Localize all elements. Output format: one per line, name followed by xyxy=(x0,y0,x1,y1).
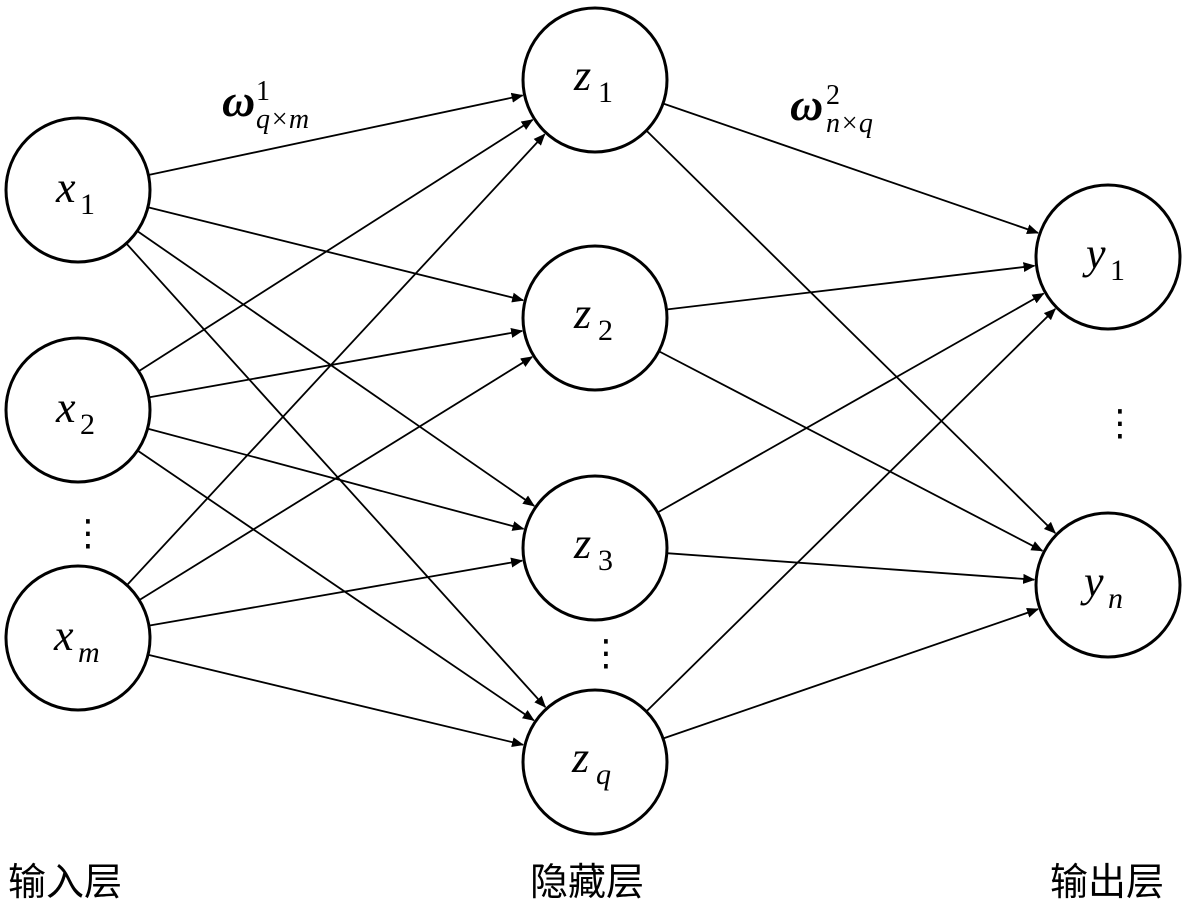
edge-hidden-1-output-0 xyxy=(666,262,1036,311)
edge-input-2-hidden-3 xyxy=(147,653,525,748)
edge-hidden-0-output-0 xyxy=(662,102,1039,235)
svg-text:z: z xyxy=(571,733,589,782)
hidden-node-2: z 2 xyxy=(521,244,669,392)
edge-hidden-1-output-1 xyxy=(658,350,1044,552)
hidden-node-1: z 1 xyxy=(521,6,669,154)
input-layer-label: 输入层 xyxy=(8,860,122,904)
svg-text:q×m: q×m xyxy=(256,104,309,135)
svg-text:n×q: n×q xyxy=(826,108,873,139)
edge-input-0-hidden-3 xyxy=(125,242,547,708)
input-node-2: x 2 xyxy=(4,336,152,484)
weight-label-layer1: ω 1 q×m xyxy=(222,75,309,135)
svg-text:y: y xyxy=(1080,557,1104,606)
svg-text:3: 3 xyxy=(598,544,613,577)
edge-input-1-hidden-0 xyxy=(138,119,534,373)
svg-text:1: 1 xyxy=(80,188,95,221)
svg-text:y: y xyxy=(1082,229,1106,278)
weight-label-layer2: ω 2 n×q xyxy=(790,79,873,139)
svg-text:1: 1 xyxy=(256,76,270,107)
svg-text:q: q xyxy=(596,758,611,791)
svg-text:2: 2 xyxy=(80,408,95,441)
svg-text:z: z xyxy=(573,289,591,338)
edge-hidden-0-output-1 xyxy=(645,129,1056,534)
edge-input-1-hidden-1 xyxy=(148,327,524,399)
svg-text:2: 2 xyxy=(598,314,613,347)
svg-text:z: z xyxy=(573,51,591,100)
hidden-ellipsis: ⋮ xyxy=(588,633,624,674)
connection-edges xyxy=(125,92,1056,748)
svg-text:x: x xyxy=(55,163,76,212)
svg-text:x: x xyxy=(55,383,76,432)
svg-text:ω: ω xyxy=(790,79,823,130)
svg-text:x: x xyxy=(53,611,74,660)
hidden-node-3: z 3 xyxy=(521,474,669,622)
hidden-layer-label: 隐藏层 xyxy=(530,860,644,904)
output-node-n: y n xyxy=(1034,511,1182,659)
edge-input-1-hidden-3 xyxy=(137,449,535,722)
edge-hidden-3-output-1 xyxy=(662,607,1039,740)
edge-input-0-hidden-1 xyxy=(147,206,525,303)
input-node-m: x m xyxy=(4,564,152,712)
output-layer-label: 输出层 xyxy=(1050,860,1164,904)
svg-text:ω: ω xyxy=(222,75,255,126)
svg-text:1: 1 xyxy=(598,76,613,109)
svg-text:1: 1 xyxy=(1110,254,1125,287)
hidden-node-q: z q xyxy=(521,688,669,836)
svg-text:n: n xyxy=(1108,582,1123,615)
input-ellipsis: ⋮ xyxy=(70,513,106,554)
edge-hidden-2-output-1 xyxy=(666,552,1036,584)
edge-input-0-hidden-0 xyxy=(148,92,524,176)
edge-input-2-hidden-0 xyxy=(126,133,546,586)
output-node-1: y 1 xyxy=(1034,183,1182,331)
edge-input-2-hidden-2 xyxy=(148,557,524,627)
svg-text:m: m xyxy=(78,636,100,669)
edge-hidden-2-output-0 xyxy=(657,292,1045,514)
svg-text:2: 2 xyxy=(826,80,840,111)
edge-input-0-hidden-2 xyxy=(136,230,535,507)
svg-text:z: z xyxy=(573,519,591,568)
edge-input-2-hidden-1 xyxy=(138,356,533,601)
output-ellipsis: ⋮ xyxy=(1102,403,1138,444)
input-node-1: x 1 xyxy=(4,116,152,264)
edge-hidden-3-output-0 xyxy=(645,308,1056,713)
